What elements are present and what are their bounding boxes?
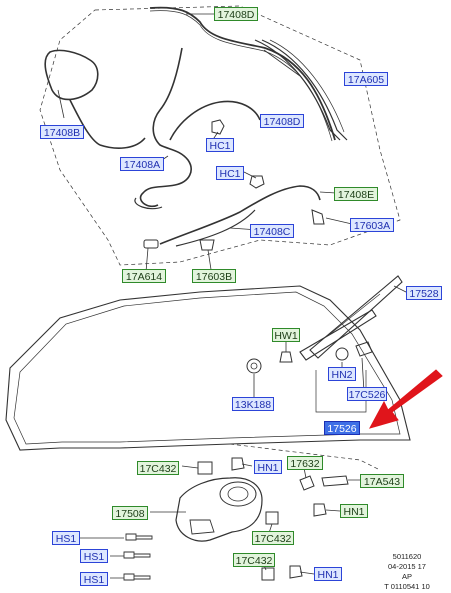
callout-17A614[interactable]: 17A614 — [122, 269, 166, 283]
grommet-13K188 — [246, 358, 262, 374]
washer-hose-17408E — [159, 185, 321, 245]
callout-17C526[interactable]: 17C526 — [347, 387, 387, 401]
callout-HN1-a[interactable]: HN1 — [254, 460, 282, 474]
washer-hose-17408D-mid — [169, 100, 261, 141]
callout-HS1-b[interactable]: HS1 — [80, 549, 108, 563]
callout-17C432-b[interactable]: 17C432 — [252, 531, 294, 545]
roof-panel-outline — [39, 5, 401, 266]
callout-HC1-a[interactable]: HC1 — [206, 138, 234, 152]
callout-17408C[interactable]: 17408C — [250, 224, 294, 238]
washer-hose-17408D-top — [149, 6, 336, 141]
pivot-17632 — [299, 475, 315, 491]
clip-HC1-b — [249, 175, 265, 189]
callout-17408D-top[interactable]: 17408D — [214, 7, 258, 21]
callout-HW1[interactable]: HW1 — [272, 328, 300, 342]
callout-17C432-c[interactable]: 17C432 — [233, 553, 275, 567]
nut-HN1-b — [313, 503, 327, 517]
washer-nut-HW1 — [279, 351, 293, 363]
callout-HC1-b[interactable]: HC1 — [216, 166, 244, 180]
clip-HC1-a — [211, 119, 225, 135]
callout-17632[interactable]: 17632 — [287, 456, 323, 470]
washer-hose-17408B — [44, 49, 101, 146]
nut-HN1-a — [231, 457, 245, 471]
bushing-17C432-c — [261, 567, 275, 581]
callout-17603A[interactable]: 17603A — [350, 218, 394, 232]
callout-17603B[interactable]: 17603B — [192, 269, 236, 283]
callout-17A543[interactable]: 17A543 — [360, 474, 404, 488]
bushing-17C432-a — [197, 461, 213, 475]
callout-17408E[interactable]: 17408E — [334, 187, 378, 201]
tailgate-glass — [5, 285, 411, 451]
washer-hose-17408A — [139, 47, 192, 208]
nut-HN1-c — [289, 565, 303, 579]
callout-17408A[interactable]: 17408A — [120, 157, 164, 171]
callout-17508[interactable]: 17508 — [112, 506, 148, 520]
callout-HS1-a[interactable]: HS1 — [52, 531, 80, 545]
wiper-arm-17526 — [299, 309, 377, 361]
wiper-motor-17508 — [175, 477, 263, 542]
callout-17526-selected[interactable]: 17526 — [324, 421, 360, 435]
nut-HN2 — [335, 347, 349, 361]
reference-line-3: AP — [401, 572, 412, 581]
reference-line-4: T 0110541 10 — [384, 582, 430, 591]
reference-line-1: 5011620 — [392, 552, 422, 561]
red-arrow — [368, 369, 443, 429]
callout-HN2[interactable]: HN2 — [328, 367, 356, 381]
clip-17603A — [311, 209, 325, 225]
reference-line-2: 04-2015 17 — [388, 562, 426, 571]
callout-HS1-c[interactable]: HS1 — [80, 572, 108, 586]
callout-17C432-a[interactable]: 17C432 — [137, 461, 179, 475]
callout-17408B[interactable]: 17408B — [40, 125, 84, 139]
callout-HN1-c[interactable]: HN1 — [314, 567, 342, 581]
callout-13K188[interactable]: 13K188 — [232, 397, 274, 411]
callout-17A605[interactable]: 17A605 — [344, 72, 388, 86]
wiper-arm-17528 — [309, 275, 403, 359]
spacer-17A543 — [321, 475, 349, 487]
callout-17408D-mid[interactable]: 17408D — [260, 114, 304, 128]
seal-strip-17A605 — [254, 39, 341, 141]
callout-17528[interactable]: 17528 — [406, 286, 442, 300]
connector-17A614 — [143, 239, 159, 249]
callout-HN1-b[interactable]: HN1 — [340, 504, 368, 518]
bolt-HS1-a — [125, 533, 153, 541]
bushing-17C432-b — [265, 511, 279, 525]
bolt-HS1-b — [123, 551, 151, 559]
cap-17C526 — [355, 341, 373, 357]
bolt-HS1-c — [123, 573, 151, 581]
clip-17603B — [199, 239, 215, 251]
